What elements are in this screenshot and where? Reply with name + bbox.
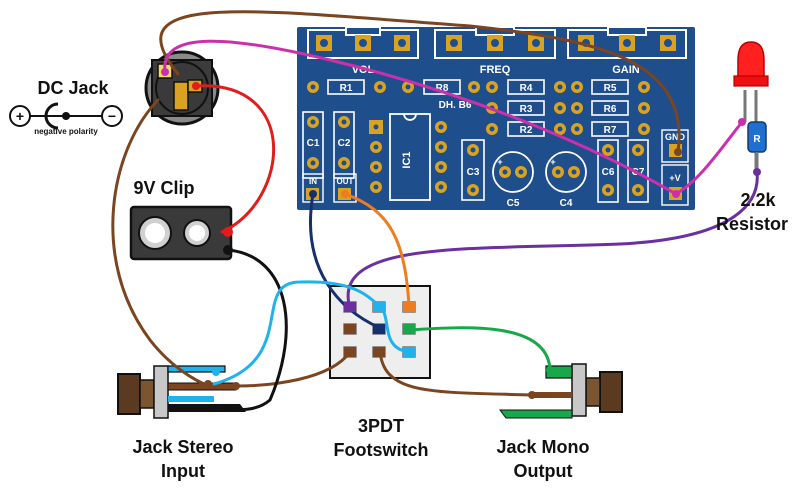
gnd-label: GND <box>665 132 686 142</box>
svg-text:+: + <box>16 108 24 124</box>
nine-v-clip <box>129 205 233 261</box>
resistor-r8: R8 <box>402 79 480 95</box>
wire-green <box>407 326 552 372</box>
footswitch-label-2: Footswitch <box>333 440 429 460</box>
svg-text:−: − <box>108 108 116 124</box>
pot-freq-label: FREQ <box>480 64 511 76</box>
resistor-r6: R6 <box>571 100 650 116</box>
wire-red <box>194 84 275 234</box>
wire-brown-top-loop <box>159 10 681 154</box>
r3-label: R3 <box>520 104 533 115</box>
svg-text:+: + <box>550 157 555 167</box>
resistor-r5: R5 <box>571 79 650 95</box>
r8-label: R8 <box>436 83 449 94</box>
r1-label: R1 <box>340 83 353 94</box>
r6-label: R6 <box>604 104 617 115</box>
negative-polarity-text: negative polarity <box>34 127 98 136</box>
pad-column <box>369 120 383 193</box>
led <box>733 41 769 175</box>
jack-stereo-label-1: Jack Stereo <box>132 437 234 457</box>
r4-label: R4 <box>520 83 533 94</box>
ic1: IC1 <box>389 113 447 201</box>
dc-jack-label: DC Jack <box>37 78 109 98</box>
pot-vol: VOL <box>307 26 419 76</box>
capacitor-c5: + C5 <box>492 151 534 209</box>
polarity-symbol: + − negative polarity <box>9 102 123 136</box>
connection-dots <box>161 68 761 399</box>
footswitch-wire-ends <box>344 302 415 357</box>
resistor-r4: R4 <box>486 79 566 95</box>
r2-label: R2 <box>520 125 533 136</box>
out-label: OUT <box>337 177 354 186</box>
resistor-word-label: Resistor <box>715 214 789 234</box>
ic1-label: IC1 <box>401 151 413 168</box>
wires <box>111 10 759 412</box>
wire-purple <box>346 170 759 310</box>
capacitor-c6: C6 <box>597 139 619 203</box>
in-label: IN <box>309 177 317 186</box>
c3-label: C3 <box>467 167 480 178</box>
capacitor-c4: + C4 <box>545 151 587 209</box>
nine-v-clip-label: 9V Clip <box>133 178 195 198</box>
c4-label: C4 <box>560 198 573 209</box>
resistor-r1: R1 <box>307 79 386 95</box>
vplus-label: +V <box>669 173 680 183</box>
wire-brown-switch <box>234 350 352 388</box>
jack-stereo-input <box>117 365 246 419</box>
r5-label: R5 <box>604 83 617 94</box>
board-brand: DH. B6 <box>439 100 472 111</box>
pot-freq: FREQ <box>434 26 556 76</box>
resistor-r7: R7 <box>571 121 650 137</box>
resistor-2k2: R <box>747 121 767 175</box>
c1-label: C1 <box>307 138 320 149</box>
jack-stereo-label-2: Input <box>161 461 205 481</box>
jack-mono-label-2: Output <box>513 461 573 481</box>
wire-orange <box>343 192 411 308</box>
c5-label: C5 <box>507 198 520 209</box>
r7-label: R7 <box>604 125 617 136</box>
c2-label: C2 <box>338 138 351 149</box>
jack-mono-label-1: Jack Mono <box>496 437 590 457</box>
capacitor-c3: C3 <box>461 139 485 201</box>
jack-mono-output <box>499 363 623 419</box>
svg-text:+: + <box>497 157 502 167</box>
wire-cyan <box>212 280 411 386</box>
dc-jack <box>144 50 220 126</box>
wire-magenta <box>163 39 744 196</box>
resistor-body-label: R <box>753 134 761 145</box>
pad-out: OUT <box>333 173 357 203</box>
capacitor-c2: C2 <box>333 111 355 179</box>
pcb-board: VOL FREQ GAIN R1 R <box>297 26 695 210</box>
capacitor-c1: C1 <box>302 111 324 179</box>
wire-brown-dcjack <box>111 98 218 390</box>
pot-gain-label: GAIN <box>612 64 640 76</box>
resistor-value-label: 2.2k <box>740 190 776 210</box>
footswitch-label-1: 3PDT <box>357 416 404 436</box>
c6-label: C6 <box>602 167 615 178</box>
wire-black <box>226 248 288 412</box>
wire-brown-out <box>378 350 534 397</box>
